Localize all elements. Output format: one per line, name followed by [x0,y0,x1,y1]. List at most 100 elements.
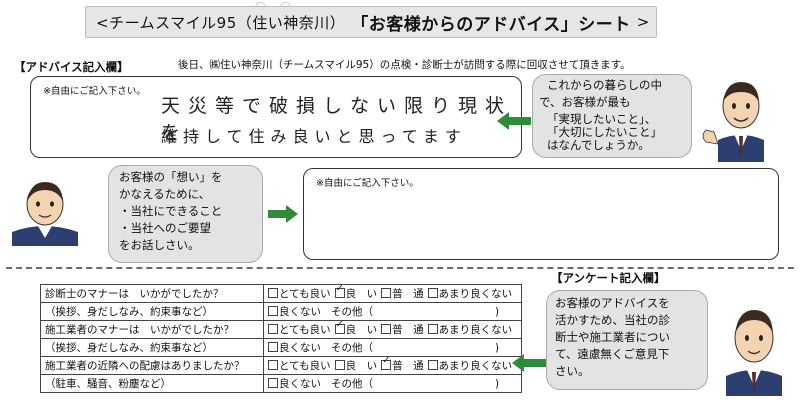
checkbox[interactable] [268,288,278,298]
section-divider [6,267,794,269]
survey-option[interactable]: とても良い [268,358,331,373]
survey-option-other[interactable]: その他（ [331,378,373,390]
bubble-survey-line: お客様のアドバイスを [555,296,670,310]
checkbox[interactable] [334,283,345,298]
checkbox[interactable] [334,319,345,334]
bubble-mid-line: ・当社へのご要望 [119,221,211,235]
advisor-avatar-bottom-icon [726,310,782,396]
survey-option-other[interactable]: その他（ [331,342,373,354]
survey-options-extra: 良くないその他（) [263,374,522,393]
survey-option[interactable]: あまり良くない [427,358,513,373]
bubble-survey-line: 断士や施工業者につい [555,330,670,344]
bubble-mid-line: をお話しさい。 [119,238,200,252]
survey-options: とても良い 良 い普 通 あまり良くない [263,283,522,303]
checkbox-label: とても良い [279,324,331,336]
bubble-survey-line: さい。 [555,364,590,378]
bubble-top-line: で、お客様が最も [539,95,631,109]
advisor-avatar-top-icon [702,82,764,162]
bubble-top-right: これからの暮らしの中 で、お客様が最も 「実現したいこと」、 「大切にしたいこと… [532,74,692,158]
title-main: 「お客様からのアドバイス」シート [351,14,631,35]
box1-handwriting-line1: 天災等で破損しない限り現状を [161,95,513,144]
box2-note: ※自由にご記入下さい。 [316,178,419,189]
checkbox-label: とても良い [279,288,331,300]
checkbox-label: 良 い [345,324,378,336]
checkbox[interactable] [427,288,438,298]
checkbox[interactable] [381,324,392,334]
checkbox[interactable] [268,378,278,388]
survey-row: 施工業者の近隣への配慮はありましたか？ とても良い 良 い 普 通 あまり良くない [40,355,522,375]
checkbox-label: あまり良くない [438,324,513,336]
checkbox-label: 良 い [345,360,378,372]
survey-options: とても良い 良 い 普 通 あまり良くない [263,355,522,375]
checkbox-label: 良 い [345,288,378,300]
title-prefix: <チームスマイル95（住い神奈川） [96,13,346,32]
bubble-top-line: 「実現したいこと」、 [547,112,657,126]
survey-section-label: 【アンケート記入欄】 [548,270,669,286]
checkbox-label: 普 通 [392,360,424,372]
checkbox[interactable] [268,306,278,316]
checkbox[interactable] [268,360,278,370]
survey-option[interactable]: 良 い [334,358,378,373]
survey-question: 施工業者のマナーは いかがでしたか？ [40,320,264,339]
checkbox[interactable] [381,355,392,370]
checkbox-label: 普 通 [392,324,424,336]
survey-row-sub: （駐車、騒音、粉塵など）良くないその他（) [40,374,522,393]
bubble-top-line: これからの暮らしの中 [547,78,662,92]
bubble-mid-line: ・当社にできること [119,204,223,218]
checkbox[interactable] [268,324,278,334]
checkbox[interactable] [268,342,278,352]
survey-option[interactable]: 良 い [334,319,378,337]
survey-question-detail: （挨拶、身だしなみ、約束事など） [40,338,264,357]
survey-option[interactable]: あまり良くない [427,322,513,337]
bubble-top-line: 「大切にしたいこと」 [547,125,662,139]
survey-other-close: ) [495,306,500,318]
survey-other-close: ) [495,342,500,354]
checkbox-label: とても良い [279,360,331,372]
arrow-left-survey-icon [512,354,546,372]
bubble-mid-line: お客様の「想い」を [119,170,223,184]
survey-option[interactable]: 良 い [334,283,378,301]
survey-other-close: ) [495,378,500,390]
checkbox-label: 良くない [279,378,321,390]
box1-handwriting-line2: 維持して住み良いと思ってます [161,127,467,146]
survey-option-bad[interactable]: 良くない [268,376,321,391]
checkbox-label: 良くない [279,306,321,318]
survey-option[interactable]: 普 通 [381,286,424,301]
survey-question-detail: （挨拶、身だしなみ、約束事など） [40,302,264,321]
survey-option-bad[interactable]: 良くない [268,340,321,355]
survey-option[interactable]: とても良い [268,286,331,301]
survey-options: とても良い 良 い 普 通 あまり良くない [263,319,522,339]
box1-note: ※自由にご記入下さい。 [43,86,146,97]
survey-options-extra: 良くないその他（) [263,338,522,357]
checkbox[interactable] [381,288,392,298]
checkbox[interactable] [334,360,345,370]
bubble-mid-line: かなえるために、 [119,187,211,201]
checkbox-label: あまり良くない [438,360,513,372]
arrow-left-icon [497,112,531,130]
survey-option[interactable]: 普 通 [381,355,424,373]
survey-option-other[interactable]: その他（ [331,306,373,318]
advice-instruction: 後日、㈱住い神奈川（チームスマイル95）の点検・診断士が訪問する際に回収させて頂… [178,59,631,71]
checkbox-label: 良くない [279,342,321,354]
survey-row-sub: （挨拶、身だしなみ、約束事など）良くないその他（) [40,338,522,357]
advice-box-2[interactable]: ※自由にご記入下さい。 [303,168,779,260]
survey-question: 施工業者の近隣への配慮はありましたか？ [40,356,264,375]
checkbox[interactable] [427,324,438,334]
survey-option[interactable]: 普 通 [381,322,424,337]
bubble-survey-line: て、遠慮無くご意見下 [555,347,670,361]
bubble-survey-line: 活かすため、当社の診 [555,313,670,327]
survey-option-bad[interactable]: 良くない [268,304,321,319]
checkbox-label: あまり良くない [438,288,513,300]
bubble-survey: お客様のアドバイスを 活かすため、当社の診 断士や施工業者につい て、遠慮無くご… [546,290,708,390]
bubble-middle-left: お客様の「想い」を かなえるために、 ・当社にできること ・当社へのご要望 をお… [108,165,263,263]
checkbox[interactable] [427,360,438,370]
survey-option[interactable]: とても良い [268,322,331,337]
survey-question-detail: （駐車、騒音、粉塵など） [40,374,264,393]
survey-option[interactable]: あまり良くない [427,286,513,301]
bubble-top-line: はなんでしょうか。 [547,138,650,152]
title-banner: <チームスマイル95（住い神奈川） 「お客様からのアドバイス」シート > [85,6,657,38]
survey-row: 施工業者のマナーは いかがでしたか？ とても良い 良 い 普 通 あまり良くない [40,319,522,339]
advice-box-1[interactable]: ※自由にご記入下さい。 天災等で破損しない限り現状を 維持して住み良いと思ってま… [30,76,522,158]
